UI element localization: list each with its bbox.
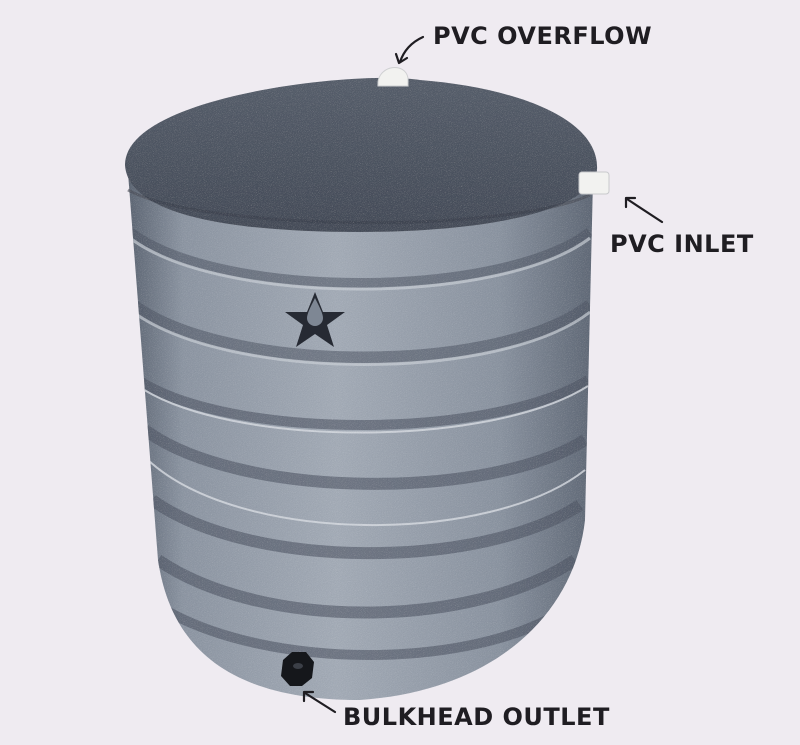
bulkhead-outlet	[281, 652, 314, 686]
star-with-water-drop-icon	[285, 292, 345, 347]
curved-arrow-down-left-icon	[394, 35, 425, 65]
callout-pvc-overflow: PVC OVERFLOW	[433, 22, 653, 50]
arrow-up-left-icon	[302, 690, 337, 714]
tank-lid	[125, 77, 598, 233]
tank-body	[127, 139, 594, 700]
pvc-overflow-fitting	[377, 67, 409, 87]
arrow-up-left-icon	[624, 196, 664, 224]
pvc-inlet-fitting	[578, 171, 610, 195]
callout-bulkhead-outlet: BULKHEAD OUTLET	[343, 703, 610, 731]
callout-pvc-inlet: PVC INLET	[610, 230, 754, 258]
